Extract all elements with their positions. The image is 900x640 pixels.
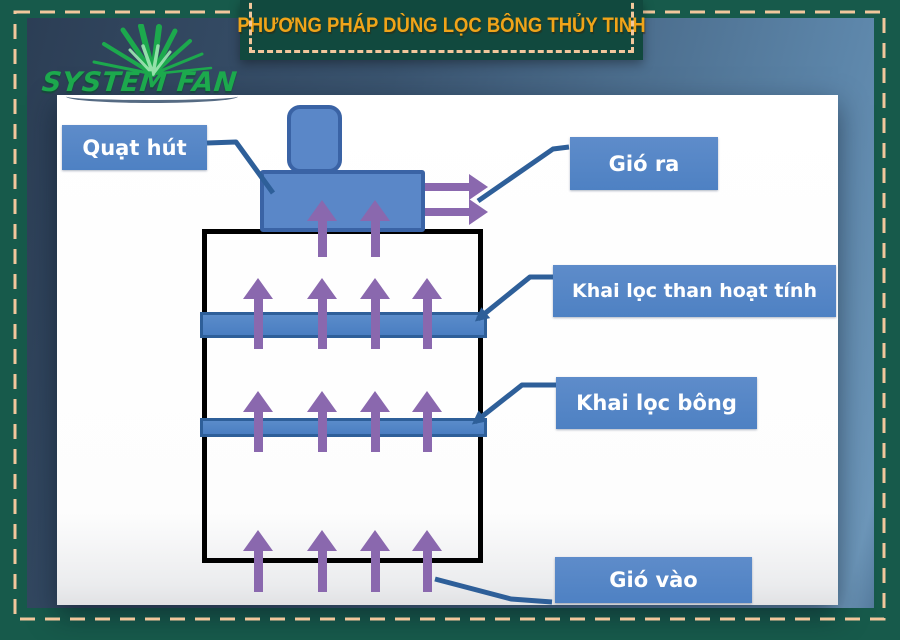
up-arrow-icon — [360, 278, 390, 349]
label-cotton-tray: Khai lọc bông — [556, 377, 757, 429]
brand-logo: SYSTEM FAN — [38, 24, 239, 103]
up-arrow-icon — [307, 391, 337, 452]
label-air-out-text: Gió ra — [608, 151, 680, 176]
right-arrow-icon — [425, 174, 488, 200]
label-carbon-tray-text: Khai lọc than hoạt tính — [572, 280, 817, 302]
up-arrow-icon — [243, 530, 273, 592]
up-arrow-icon — [360, 200, 390, 257]
up-arrow-icon — [243, 278, 273, 349]
up-arrow-icon — [412, 391, 442, 452]
connector-cotton — [471, 382, 556, 425]
connector-air-out — [476, 144, 570, 204]
right-arrow-icon — [425, 199, 488, 225]
up-arrow-icon — [307, 278, 337, 349]
up-arrow-icon — [307, 530, 337, 592]
fan-motor-shape — [287, 105, 342, 173]
label-cotton-tray-text: Khai lọc bông — [576, 391, 737, 415]
page-title: PHƯƠNG PHÁP DÙNG LỌC BÔNG THỦY TINH — [237, 14, 646, 37]
up-arrow-icon — [243, 391, 273, 452]
up-arrow-icon — [412, 530, 442, 592]
label-carbon-tray: Khai lọc than hoạt tính — [553, 265, 836, 317]
up-arrow-icon — [307, 200, 337, 257]
up-arrow-icon — [412, 278, 442, 349]
label-fan-text: Quạt hút — [82, 135, 187, 160]
diagram-panel: Quạt hút Gió ra Khai lọc than hoạt tính … — [57, 95, 838, 605]
label-fan: Quạt hút — [62, 125, 207, 170]
label-air-out: Gió ra — [570, 137, 718, 190]
label-air-in-text: Gió vào — [609, 568, 698, 592]
up-arrow-icon — [360, 530, 390, 592]
fan-housing-shape — [260, 170, 425, 232]
title-banner: PHƯƠNG PHÁP DÙNG LỌC BÔNG THỦY TINH — [237, 0, 646, 60]
logo-text: SYSTEM FAN — [40, 67, 239, 98]
up-arrow-icon — [360, 391, 390, 452]
connector-air-in — [434, 576, 553, 605]
connector-carbon — [474, 274, 553, 322]
label-air-in: Gió vào — [555, 557, 752, 603]
